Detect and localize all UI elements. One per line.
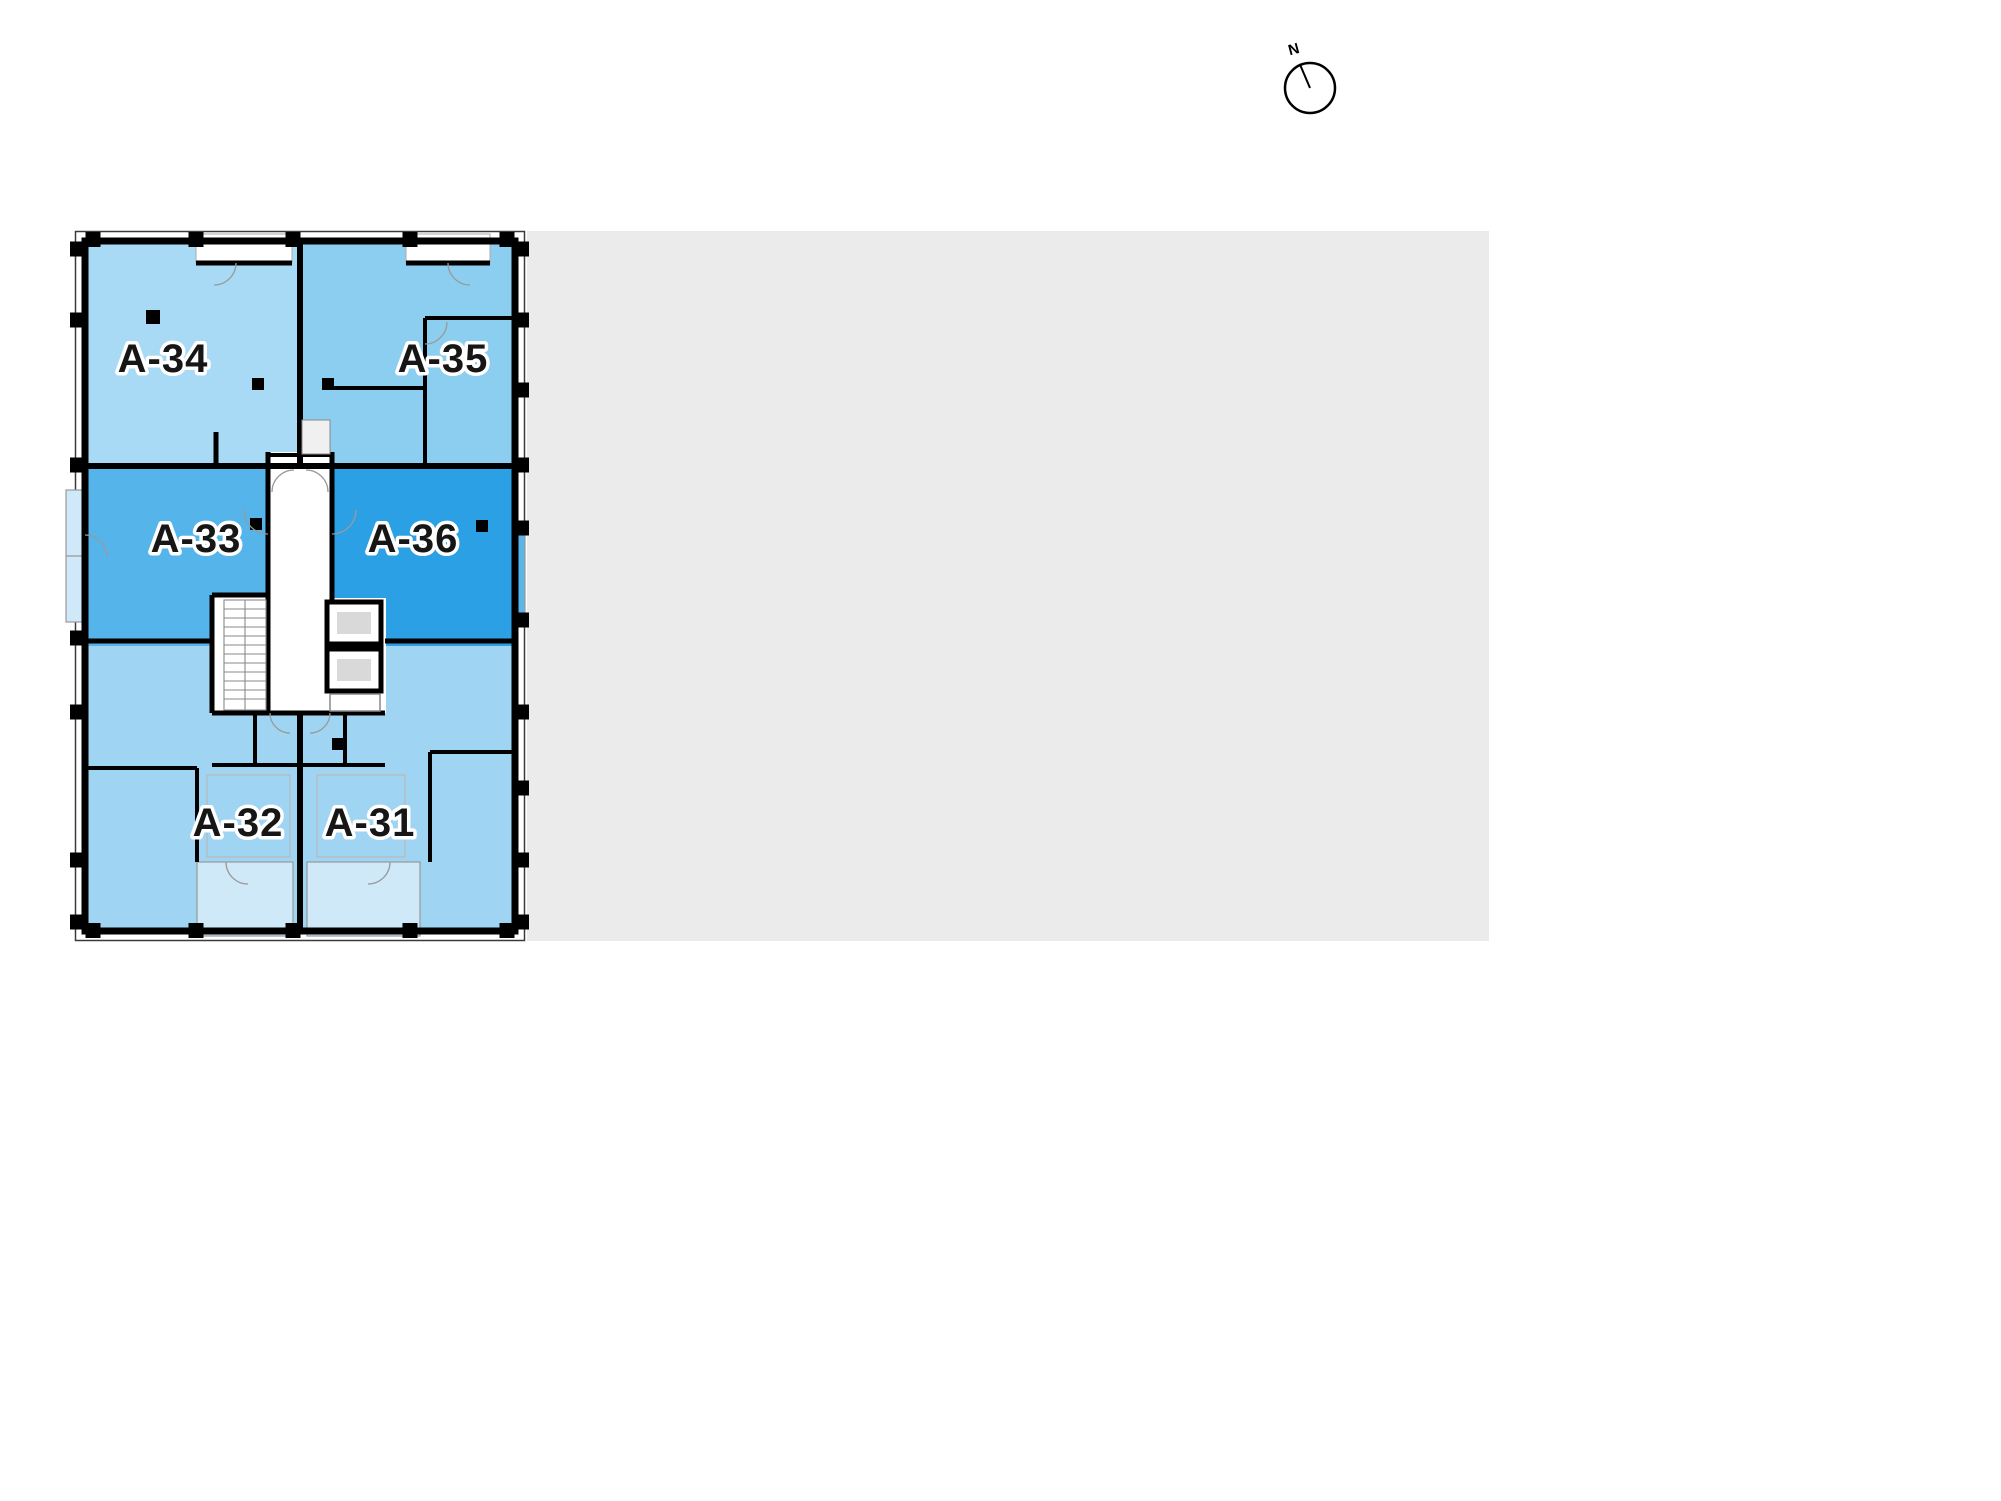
- unit-labels: A-34 A-35 A-33 A-36 A-32 A-31: [114, 334, 491, 849]
- elevator-1-cab: [337, 612, 371, 634]
- unit-a35-label: A-35: [398, 337, 489, 381]
- unit-regions: [85, 241, 515, 931]
- vent-shaft: [301, 419, 331, 455]
- unit-a34-region[interactable]: [85, 241, 300, 466]
- stairs: [223, 599, 267, 711]
- balcony-bottom-a32: [196, 861, 294, 937]
- corridor: [268, 452, 332, 713]
- compass: N: [1283, 40, 1337, 115]
- balcony-bottom-a31: [306, 861, 421, 937]
- door-arcs: [84, 262, 471, 885]
- elevator-2-cab: [337, 659, 371, 681]
- side-panel: [527, 231, 1489, 941]
- unit-a33-label: A-33: [151, 517, 242, 561]
- wall-stubs: [146, 310, 488, 750]
- shaft-room: [329, 693, 381, 712]
- unit-a36-label: A-36: [368, 517, 459, 561]
- unit-a31-label: A-31: [325, 801, 416, 845]
- elevators: [324, 599, 384, 712]
- compass-needle-icon: [1299, 64, 1311, 89]
- floor-plan: A-34 A-35 A-33 A-36 A-32 A-31: [65, 230, 529, 942]
- columns: [70, 232, 529, 938]
- unit-a32-label: A-32: [193, 801, 284, 845]
- compass-north-label: N: [1286, 40, 1301, 59]
- unit-a34-label: A-34: [118, 337, 209, 381]
- unit-a35-region[interactable]: [300, 241, 515, 466]
- elevator-2: [324, 646, 384, 694]
- closet-outlines: [206, 774, 406, 858]
